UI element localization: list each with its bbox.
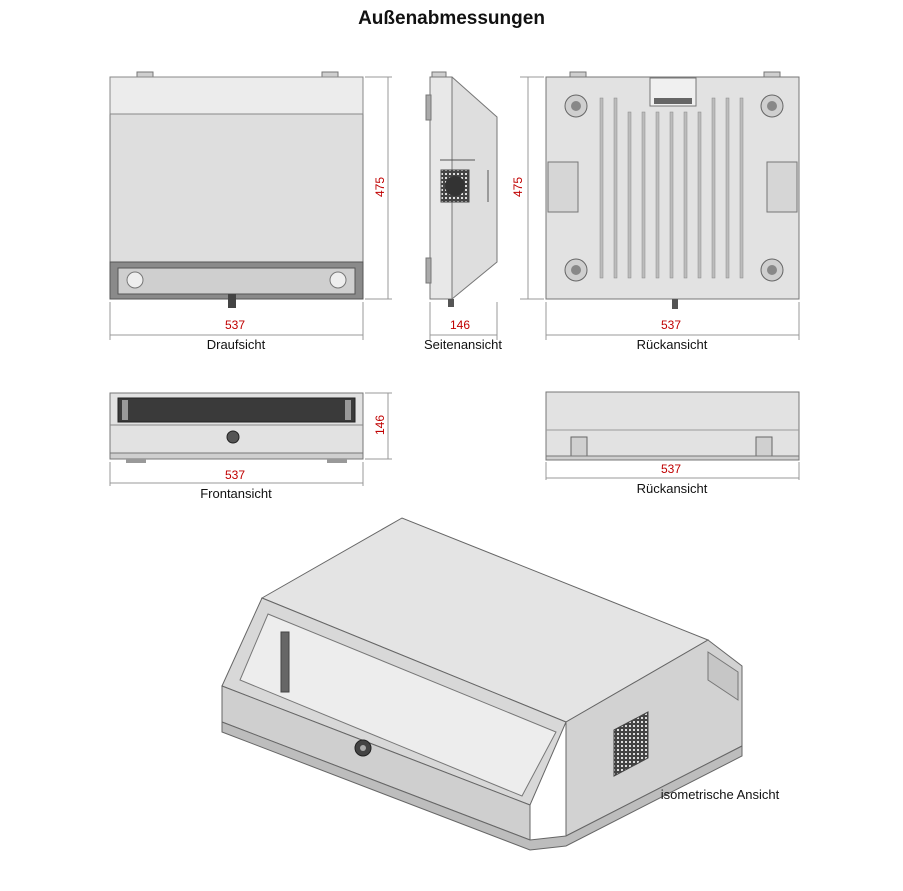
back-view-2-caption: Rückansicht: [636, 481, 708, 496]
side-view-drawing: [425, 71, 498, 307]
side-view-caption: Seitenansicht: [423, 337, 503, 352]
back-view-height-label: 475: [511, 176, 525, 198]
side-view-dim-lines: [429, 302, 498, 340]
top-view-height-label: 475: [373, 176, 387, 198]
isometric-view-drawing: [221, 517, 743, 851]
front-view-drawing: [109, 392, 364, 463]
front-view-dim-lines: [109, 392, 392, 486]
front-view-caption: Frontansicht: [200, 486, 272, 501]
side-view-depth-label: 146: [449, 318, 471, 332]
top-view-caption: Draufsicht: [206, 337, 266, 352]
back-view-caption: Rückansicht: [636, 337, 708, 352]
back-view-2-dim-lines: [545, 462, 800, 480]
back-view-vent-slots: [599, 97, 744, 279]
top-view-dim-lines: [109, 76, 392, 340]
isometric-view-caption: isometrische Ansicht: [660, 787, 780, 802]
front-view-height-label: 146: [373, 414, 387, 436]
top-view-drawing: [109, 71, 364, 308]
back-view-2-width-label: 537: [660, 462, 682, 476]
top-view-width-label: 537: [224, 318, 246, 332]
back-view-width-label: 537: [660, 318, 682, 332]
back-view-drawing: [545, 71, 800, 309]
back-view-2-drawing: [545, 391, 800, 461]
page-title: Außenabmessungen: [358, 8, 545, 29]
front-view-width-label: 537: [224, 468, 246, 482]
back-view-dim-lines: [520, 76, 800, 340]
